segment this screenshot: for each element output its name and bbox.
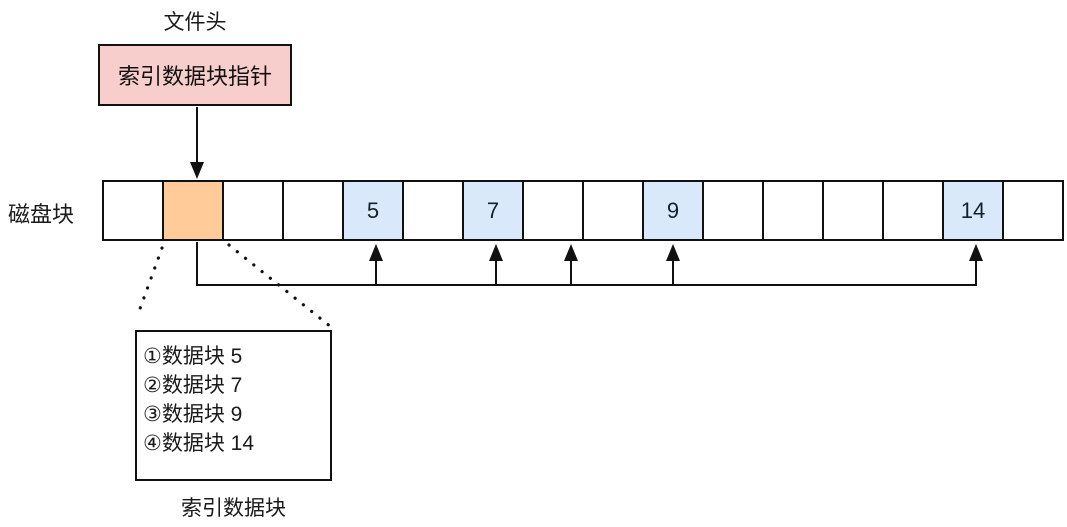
dotted-link-left <box>135 246 164 319</box>
index-entry-list: ①数据块 5 ②数据块 7 ③数据块 9 ④数据块 14 <box>143 342 326 458</box>
file-header-label: 文件头 <box>163 11 227 34</box>
disk-block-5: 5 <box>342 180 404 241</box>
disk-block-7: 7 <box>462 180 524 241</box>
disk-row-label: 磁盘块 <box>8 202 75 227</box>
index-entry: ①数据块 5 <box>143 345 243 368</box>
index-entry: ②数据块 7 <box>143 374 243 397</box>
disk-block-7 <box>522 180 584 241</box>
index-connector-line <box>196 242 983 286</box>
disk-block-11 <box>762 180 824 241</box>
up-arrow-mid <box>564 244 578 285</box>
up-arrow-block-7 <box>489 244 503 285</box>
index-entry: ④数据块 14 <box>143 432 255 455</box>
disk-block-15 <box>1002 180 1064 241</box>
index-pointer-box: 索引数据块指针 <box>98 44 292 106</box>
disk-block-3 <box>282 180 344 241</box>
index-data-block-box: ①数据块 5 ②数据块 7 ③数据块 9 ④数据块 14 <box>135 330 332 481</box>
disk-block-13 <box>882 180 944 241</box>
disk-block-1 <box>162 180 224 241</box>
index-block-caption: 索引数据块 <box>181 497 286 520</box>
disk-block-9: 9 <box>642 180 704 241</box>
index-pointer-box-label: 索引数据块指针 <box>117 64 272 89</box>
disk-block-2 <box>222 180 284 241</box>
disk-block-5 <box>402 180 464 241</box>
pointer-down-arrow <box>190 107 204 179</box>
disk-block-8 <box>582 180 644 241</box>
disk-block-0 <box>102 180 164 241</box>
disk-block-10 <box>702 180 764 241</box>
disk-block-14: 14 <box>942 180 1004 241</box>
index-entry: ③数据块 9 <box>143 403 243 426</box>
up-arrow-block-5 <box>369 244 383 285</box>
dotted-link-right <box>227 243 333 329</box>
up-arrow-block-9 <box>666 244 680 285</box>
disk-block-12 <box>822 180 884 241</box>
